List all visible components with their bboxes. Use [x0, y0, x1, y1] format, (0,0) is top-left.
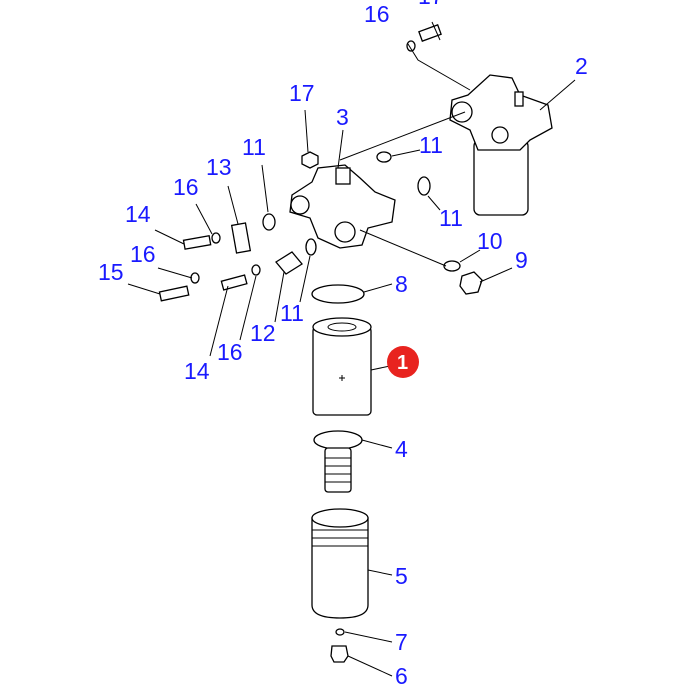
oring-7[interactable] — [335, 628, 345, 636]
plate-12[interactable] — [275, 251, 303, 275]
washer-16-b[interactable] — [190, 272, 200, 284]
drain-plug-6[interactable] — [330, 645, 349, 663]
label-11-b: 11 — [419, 132, 443, 158]
bolt-17[interactable] — [301, 151, 319, 169]
label-11-a: 11 — [242, 134, 266, 160]
washer-16-c[interactable] — [251, 264, 261, 276]
part-3-filter-head[interactable] — [289, 164, 396, 249]
label-16-b: 16 — [130, 241, 156, 267]
label-5: 5 — [395, 563, 408, 589]
leader-lines — [127, 21, 576, 677]
part-5-filter-bowl[interactable] — [311, 508, 369, 619]
oring-11-b[interactable] — [376, 151, 392, 163]
label-8: 8 — [395, 271, 408, 297]
bolt-15[interactable] — [158, 285, 190, 302]
label-6: 6 — [395, 663, 408, 689]
oring-11-c[interactable] — [417, 176, 431, 196]
label-1: 1 — [397, 352, 408, 374]
oring-11-a[interactable] — [262, 213, 276, 231]
oring-11-d[interactable] — [305, 238, 317, 256]
label-16-a: 16 — [173, 174, 199, 200]
gasket-10[interactable] — [443, 260, 461, 272]
label-10: 10 — [477, 228, 503, 254]
part-4-spring-seat[interactable] — [313, 430, 363, 493]
label-11-d: 11 — [280, 300, 304, 326]
plug-9[interactable] — [459, 271, 483, 295]
label-15: 15 — [98, 259, 124, 285]
highlight-badge-1[interactable]: 1 — [387, 346, 419, 378]
label-12: 12 — [250, 320, 276, 346]
label-14-a: 14 — [125, 201, 151, 227]
part-2-filter-assembly[interactable] — [449, 74, 553, 216]
label-13: 13 — [206, 154, 232, 180]
label-7: 7 — [395, 629, 408, 655]
part-1-filter-element[interactable] — [312, 317, 372, 416]
label-16-top: 16 — [364, 1, 390, 27]
label-16-c: 16 — [217, 339, 243, 365]
oring-8[interactable] — [311, 284, 365, 304]
label-11-c: 11 — [439, 205, 463, 231]
washer-16-top[interactable] — [406, 40, 416, 52]
bolt-14-b[interactable] — [220, 274, 248, 291]
label-14-b: 14 — [184, 358, 210, 384]
bolt-17-top[interactable] — [418, 24, 442, 42]
label-4: 4 — [395, 436, 408, 462]
label-3: 3 — [336, 104, 349, 130]
label-9: 9 — [515, 247, 528, 273]
label-17: 17 — [289, 80, 315, 106]
bolt-14-a[interactable] — [182, 235, 212, 250]
plate-13[interactable] — [230, 222, 252, 254]
label-17-top: 17 — [418, 0, 444, 9]
label-2: 2 — [575, 53, 588, 79]
washer-16-a[interactable] — [211, 232, 221, 244]
